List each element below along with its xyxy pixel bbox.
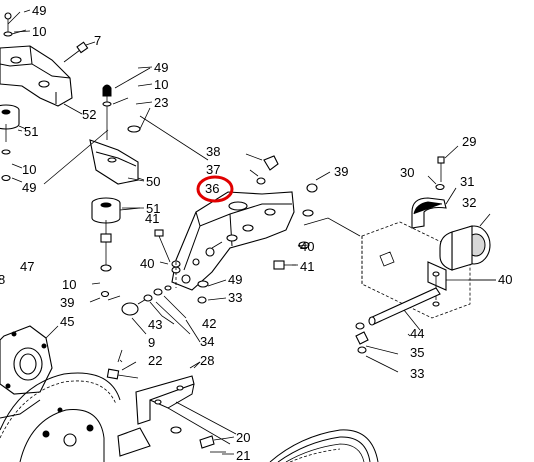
label-8: 8 (0, 272, 5, 287)
label-43: 43 (148, 317, 162, 332)
label-47: 47 (20, 259, 34, 274)
label-49: 49 (32, 3, 46, 18)
label-20: 20 (236, 430, 250, 445)
label-49: 39 (60, 295, 74, 310)
label-49: 49 (154, 60, 168, 75)
label-28: 28 (200, 353, 214, 368)
label-40: 49 (228, 272, 242, 287)
arm-fastener-stack (121, 285, 191, 335)
label-10: 10 (22, 162, 36, 177)
upper-left-mount-bracket (0, 11, 73, 107)
label-44: 9 (148, 335, 155, 350)
bolt-22 (106, 361, 139, 380)
label-10: 10 (154, 77, 168, 92)
label-39: 39 (334, 164, 348, 179)
label-51: 51 (146, 201, 160, 216)
label-30: 30 (400, 165, 414, 180)
label-35: 35 (410, 345, 424, 360)
right-mount-assembly (355, 145, 496, 373)
bracket-28 (117, 361, 237, 457)
label-31: 31 (460, 174, 474, 189)
label-9: 34 (200, 334, 214, 349)
upper-left-rubber-mount (0, 104, 27, 183)
label-42: 42 (202, 316, 216, 331)
label-37: 37 (206, 162, 220, 177)
label-7: 7 (94, 33, 101, 48)
label-10: 10 (32, 24, 46, 39)
bolt-7 (63, 41, 96, 63)
torque-arm-36 (154, 153, 331, 304)
label-45: 45 (60, 314, 74, 329)
label-40: 40 (140, 256, 154, 271)
drive-belt (269, 429, 379, 462)
label-33: 33 (410, 366, 424, 381)
label-38: 38 (206, 144, 220, 159)
label-39: 33 (228, 290, 242, 305)
label-52: 52 (82, 107, 96, 122)
label-21: 21 (236, 448, 250, 462)
label-40: 40 (300, 239, 314, 254)
label-36: 36 (205, 181, 219, 196)
label-51: 51 (24, 124, 38, 139)
label-33: 40 (498, 272, 512, 287)
center-mount-assembly (89, 67, 151, 303)
label-23: 23 (154, 95, 168, 110)
label-32: 32 (462, 195, 476, 210)
label-29: 29 (462, 134, 476, 149)
label-50: 50 (146, 174, 160, 189)
label-22: 22 (148, 353, 162, 368)
label-10: 10 (62, 277, 76, 292)
highlight-circle (196, 175, 234, 203)
label-49: 49 (22, 180, 36, 195)
leader-lines (13, 9, 496, 455)
label-34: 44 (410, 326, 424, 341)
label-41: 41 (300, 259, 314, 274)
flywheel-assembly (0, 325, 121, 462)
label-41: 41 (145, 211, 159, 226)
callout-labels: 49 10 7 49 10 23 52 51 10 49 50 51 38 37… (0, 3, 512, 462)
